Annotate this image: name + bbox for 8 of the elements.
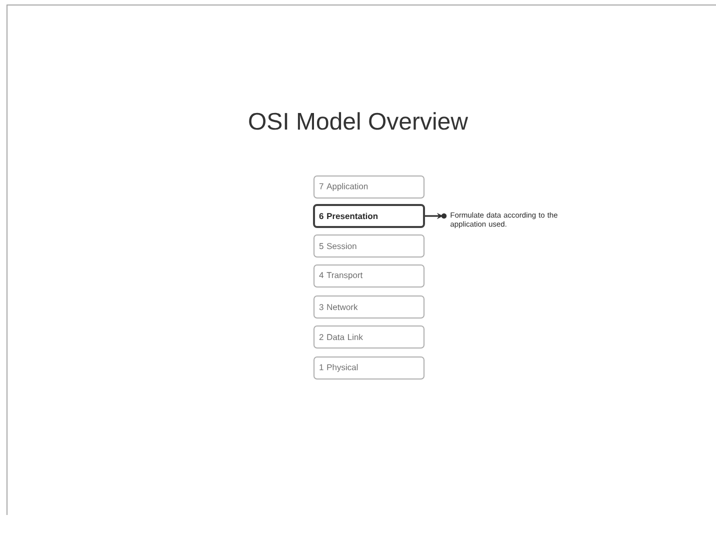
layer-box: 2 Data Link: [314, 326, 424, 348]
layer-box: 1 Physical: [314, 356, 424, 380]
layer-box: 5 Session: [314, 234, 424, 258]
layer-box: 7 Application: [314, 176, 424, 198]
layer-box: 4 Transport: [314, 264, 424, 288]
layer-box: 3 Network: [314, 296, 424, 318]
slide-title: OSI Model Overview: [249, 112, 468, 130]
layer-box: 6 Presentation: [313, 204, 425, 228]
